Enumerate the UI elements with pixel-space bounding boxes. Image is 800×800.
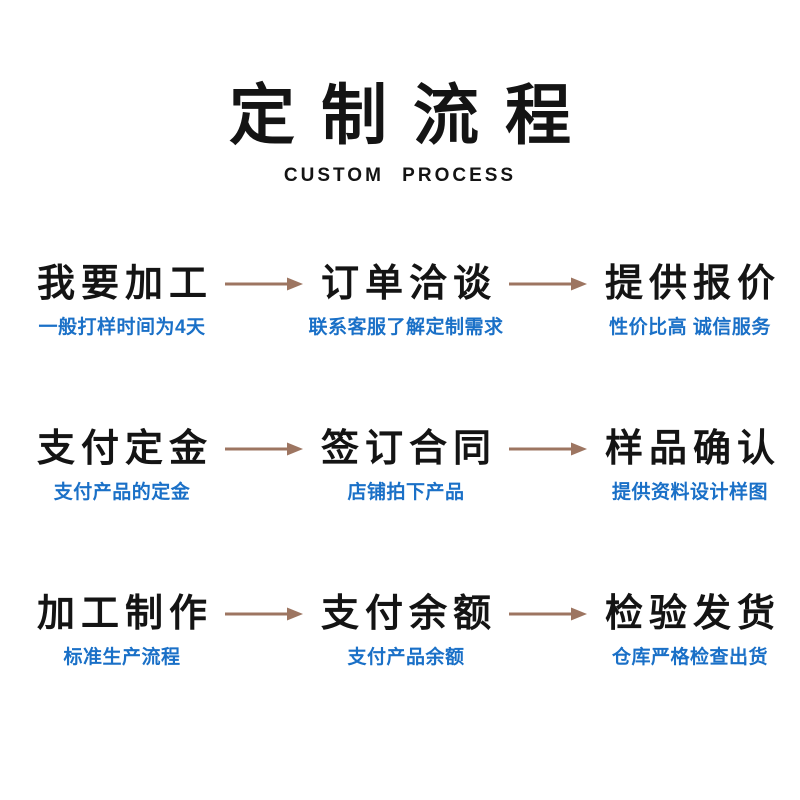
arrow-cell bbox=[224, 426, 304, 472]
step-title: 提供报价 bbox=[604, 263, 781, 305]
right-arrow-icon bbox=[225, 442, 303, 456]
header: 定制流程 CUSTOM PROCESS bbox=[0, 0, 800, 187]
step-provide-quotation: 提供报价 性价比高 诚信服务 bbox=[588, 261, 792, 340]
flow-row-3: 加工制作 标准生产流程 支付余额 支付产品余额 检验发货 bbox=[0, 591, 800, 670]
step-subtitle: 支付产品的定金 bbox=[53, 482, 191, 503]
flow-row-1: 我要加工 一般打样时间为4天 订单洽谈 联系客服了解定制需求 提 bbox=[0, 261, 800, 340]
step-pay-deposit: 支付定金 支付产品的定金 bbox=[20, 426, 224, 505]
step-title: 我要加工 bbox=[36, 263, 213, 305]
step-subtitle: 支付产品余额 bbox=[347, 647, 465, 668]
arrow-cell bbox=[224, 591, 304, 637]
page-title: 定制流程 bbox=[229, 78, 597, 152]
step-title: 签订合同 bbox=[320, 428, 497, 470]
arrow-cell bbox=[508, 591, 588, 637]
arrow-cell bbox=[224, 261, 304, 307]
step-sign-contract: 签订合同 店铺拍下产品 bbox=[304, 426, 508, 505]
right-arrow-icon bbox=[225, 277, 303, 291]
right-arrow-icon bbox=[509, 277, 587, 291]
arrow-cell bbox=[508, 426, 588, 472]
arrow-cell bbox=[508, 261, 588, 307]
step-title: 加工制作 bbox=[36, 593, 213, 635]
step-title: 样品确认 bbox=[604, 428, 781, 470]
step-subtitle: 标准生产流程 bbox=[63, 647, 181, 668]
step-subtitle: 性价比高 诚信服务 bbox=[609, 317, 771, 338]
step-title: 订单洽谈 bbox=[320, 263, 497, 305]
step-order-negotiation: 订单洽谈 联系客服了解定制需求 bbox=[304, 261, 508, 340]
step-title: 支付余额 bbox=[320, 593, 497, 635]
right-arrow-icon bbox=[509, 442, 587, 456]
step-subtitle: 联系客服了解定制需求 bbox=[308, 317, 504, 338]
step-title: 检验发货 bbox=[604, 593, 781, 635]
step-subtitle: 提供资料设计样图 bbox=[611, 482, 768, 503]
step-pay-balance: 支付余额 支付产品余额 bbox=[304, 591, 508, 670]
step-title: 支付定金 bbox=[36, 428, 213, 470]
page-subtitle: CUSTOM PROCESS bbox=[283, 165, 517, 186]
flow-row-2: 支付定金 支付产品的定金 签订合同 店铺拍下产品 样品确认 bbox=[0, 426, 800, 505]
step-inspect-and-ship: 检验发货 仓库严格检查出货 bbox=[588, 591, 792, 670]
process-flow: 我要加工 一般打样时间为4天 订单洽谈 联系客服了解定制需求 提 bbox=[0, 261, 800, 670]
step-subtitle: 一般打样时间为4天 bbox=[38, 317, 206, 338]
right-arrow-icon bbox=[509, 607, 587, 621]
step-subtitle: 仓库严格检查出货 bbox=[611, 647, 768, 668]
step-manufacturing: 加工制作 标准生产流程 bbox=[20, 591, 224, 670]
step-request-processing: 我要加工 一般打样时间为4天 bbox=[20, 261, 224, 340]
right-arrow-icon bbox=[225, 607, 303, 621]
step-subtitle: 店铺拍下产品 bbox=[347, 482, 465, 503]
step-sample-confirmation: 样品确认 提供资料设计样图 bbox=[588, 426, 792, 505]
